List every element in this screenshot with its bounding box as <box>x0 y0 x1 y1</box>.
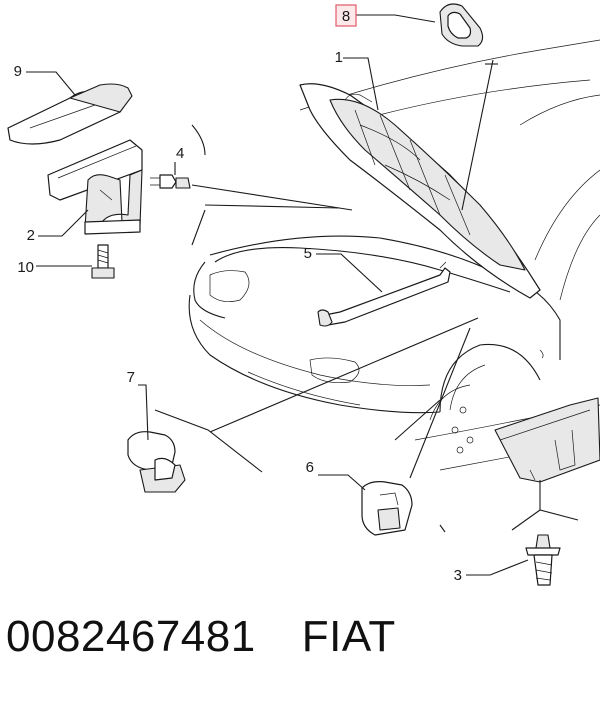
callout-4: 4 <box>176 145 184 162</box>
callout-10: 10 <box>17 259 34 276</box>
rod-holder-clip-part <box>127 431 186 493</box>
rubber-buffer-part <box>361 481 413 536</box>
callout-labels: 8 1 9 4 2 5 10 7 6 3 <box>14 4 462 584</box>
callout-1: 1 <box>335 49 343 66</box>
stay-rod-part <box>317 261 451 327</box>
leader-lines <box>26 14 579 576</box>
callout-5: 5 <box>304 245 312 262</box>
callout-2: 2 <box>27 227 35 244</box>
lock-bracket-part <box>47 139 143 235</box>
caption: 0082467481 FIAT <box>6 612 396 672</box>
bump-stop-part <box>439 3 484 47</box>
screw-part <box>91 244 115 279</box>
push-clip-part <box>525 534 561 586</box>
callout-6: 6 <box>306 459 314 476</box>
callout-7: 7 <box>127 369 135 386</box>
callout-8: 8 <box>342 8 350 25</box>
callout-3: 3 <box>454 567 462 584</box>
callout-9: 9 <box>14 63 22 80</box>
bonnet-part <box>299 83 541 299</box>
exploded-parts-diagram: 8 1 9 4 2 5 10 7 6 3 <box>7 3 600 586</box>
car-body-outline <box>188 39 600 471</box>
side-bracket <box>494 397 600 483</box>
bolt-part <box>150 174 191 189</box>
part-number: 0082467481 <box>6 612 256 661</box>
brand-name: FIAT <box>301 612 396 661</box>
callout-highlight-box <box>335 4 357 27</box>
lock-cover-part <box>7 83 133 145</box>
